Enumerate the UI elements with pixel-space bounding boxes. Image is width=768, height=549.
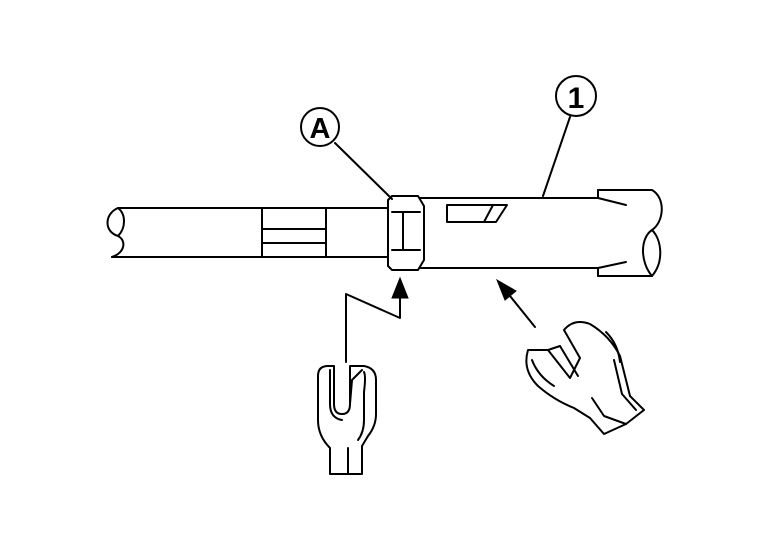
callout-location-a: A — [300, 107, 393, 200]
callout-location-a-label: A — [310, 113, 331, 145]
open-end-wrench-icon — [525, 321, 645, 435]
body-wrench-arrow — [495, 278, 536, 328]
hose-fitting-body — [417, 189, 663, 277]
nut-wrench-arrow — [345, 276, 409, 363]
brake-tube — [106, 207, 393, 258]
flare-nut — [387, 195, 425, 271]
callout-part-1: 1 — [542, 75, 597, 197]
callout-part-1-label: 1 — [568, 82, 585, 115]
flare-nut-wrench-icon — [317, 365, 377, 475]
